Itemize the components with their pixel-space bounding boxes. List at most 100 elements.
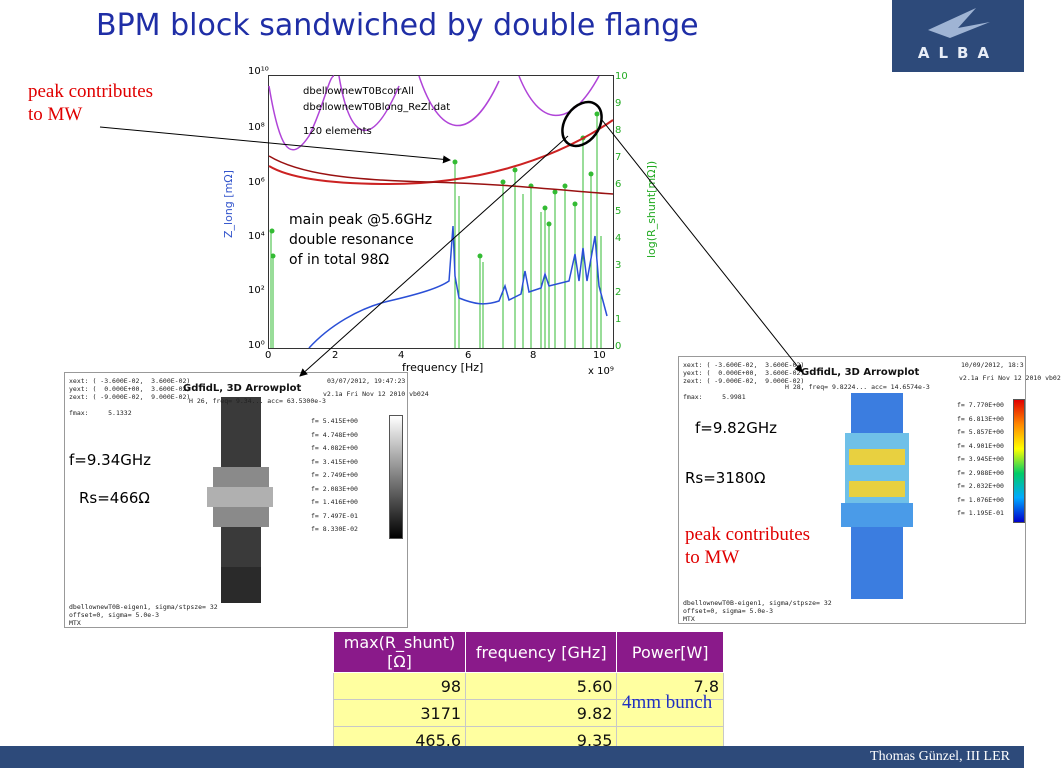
sim-legend: f= 5.415E+00 f= 4.748E+00 f= 4.082E+00 f…: [311, 415, 358, 537]
sim-legend-row: f= 5.415E+00: [311, 417, 358, 425]
x-scale-label: x 10⁹: [588, 366, 614, 377]
y-tick-right: 7: [615, 152, 622, 163]
sim-legend-row: f= 3.945E+00: [957, 455, 1004, 463]
table-cell: 5.60: [465, 672, 618, 700]
peak-note-line: to MW: [28, 104, 83, 125]
plot-legend-line: dbellownewT0BcorrAll: [303, 86, 414, 97]
footer-bar: Thomas Günzel, III LER: [0, 746, 1024, 768]
bunch-note: 4mm bunch: [622, 692, 713, 713]
sim-legend: f= 7.770E+00 f= 6.813E+00 f= 5.857E+00 f…: [957, 399, 1004, 521]
table-row: 3171 9.82: [332, 699, 724, 727]
right-peak-note-line: peak contributes: [685, 524, 811, 545]
bpm-mesh-grey: [207, 397, 273, 603]
y-tick-right: 5: [615, 206, 622, 217]
y-axis-label-left: Z_long [mΩ]: [222, 170, 235, 238]
envelope-curve-lower: [268, 155, 614, 195]
y-tick-left: 10⁶: [248, 177, 265, 188]
sim-legend-row: f= 2.988E+00: [957, 468, 1004, 477]
x-tick: 2: [332, 350, 339, 361]
sim-title: GdfidL, 3D Arrowplot: [801, 367, 920, 378]
sim-legend-row: f= 2.083E+00: [311, 484, 358, 493]
y-tick-left: 10¹⁰: [248, 66, 269, 77]
y-tick-left: 10⁸: [248, 122, 265, 133]
sim-footer: dbellownewT0B-eigen1, sigma/stpsze= 32 o…: [683, 599, 832, 623]
sim-legend-row: f= 7.770E+00: [957, 401, 1004, 409]
y-tick-right: 6: [615, 179, 622, 190]
peak-note: peak contributes to MW: [28, 80, 153, 126]
sim-legend-row: f= 2.749E+00: [311, 471, 358, 479]
right-peak-note-line: to MW: [685, 547, 740, 568]
main-peak-note-line: of in total 98Ω: [289, 252, 390, 268]
plot-legend-line: dbellownewT0Blong_ReZl.dat: [303, 102, 451, 113]
plot-legend: dbellownewT0BcorrAll dbellownewT0Blong_R…: [303, 84, 450, 140]
sim-legend-row: f= 4.901E+00: [957, 441, 1004, 450]
x-tick: 10: [593, 350, 606, 361]
sim-legend-row: f= 4.748E+00: [311, 430, 358, 439]
table-cell: 7.8: [616, 672, 724, 700]
header-power: Power[W]: [616, 631, 724, 673]
table-cell: 98: [332, 672, 467, 700]
x-tick: 6: [465, 350, 472, 361]
x-tick: 0: [265, 350, 272, 361]
logo-text: ALBA: [917, 44, 999, 62]
results-table: max(R_shunt)[Ω] frequency [GHz] Power[W]…: [332, 631, 724, 754]
sim-legend-row: f= 1.076E+00: [957, 495, 1004, 504]
y-tick-right: 1: [615, 314, 622, 325]
sim-date: 03/07/2012, 19:47:23: [327, 377, 406, 385]
right-rs-label: Rs=3180Ω: [685, 469, 766, 487]
x-axis-label: frequency [Hz]: [402, 361, 484, 374]
sim-legend-row: f= 5.857E+00: [957, 428, 1004, 436]
sim-title: GdfidL, 3D Arrowplot: [183, 383, 302, 394]
alba-logo: ALBA: [892, 0, 1024, 72]
y-tick-right: 3: [615, 260, 622, 271]
sim-legend-row: f= 4.082E+00: [311, 444, 358, 452]
sim-version: v2.1a Fri Nov 12 2010 vb024: [323, 390, 429, 398]
sim-legend-row: f= 7.497E-01: [311, 511, 358, 520]
sim-footer: dbellownewT0B-eigen1, sigma/stpsze= 32 o…: [69, 603, 218, 627]
y-tick-right: 4: [615, 233, 622, 244]
y-tick-right: 2: [615, 287, 622, 298]
table-header-row: max(R_shunt)[Ω] frequency [GHz] Power[W]: [332, 631, 724, 673]
sim-legend-row: f= 8.330E-02: [311, 525, 358, 533]
y-tick-right: 0: [615, 341, 622, 352]
sim-date: 10/09/2012, 18:3: [961, 361, 1024, 369]
right-peak-note: peak contributes to MW: [685, 523, 810, 569]
x-tick: 8: [530, 350, 537, 361]
peak-note-line: peak contributes: [28, 81, 154, 102]
plot-legend-line: 120 elements: [303, 126, 372, 137]
sim-header: xext: ( -3.600E-02, 3.600E-02) yext: ( 0…: [683, 361, 805, 401]
sim-colorbar-color: [1013, 399, 1025, 523]
header-max-rshunt: max(R_shunt)[Ω]: [332, 631, 467, 673]
sim-version: v2.1a Fri Nov 12 2010 vb02: [959, 374, 1061, 382]
sim-mode: H 28, freq= 9.8224... acc= 14.6574e-3: [785, 383, 930, 391]
y-tick-right: 10: [615, 71, 628, 82]
main-peak-note-line: main peak @5.6GHz: [289, 212, 433, 228]
sim-colorbar-grey: [389, 415, 403, 539]
main-peak-note-line: double resonance: [289, 232, 414, 248]
y-tick-right: 9: [615, 98, 622, 109]
header-frequency: frequency [GHz]: [465, 631, 618, 673]
y-axis-label-right: log(R_shunt[mΩ]): [645, 160, 658, 258]
table-cell: 9.82: [465, 699, 618, 727]
sim-legend-row: f= 3.415E+00: [311, 457, 358, 466]
footer-author: Thomas Günzel, III LER: [870, 749, 1010, 764]
sim-legend-row: f= 2.032E+00: [957, 482, 1004, 490]
table-row: 98 5.60 7.8: [332, 672, 724, 700]
sim-panel-right: xext: ( -3.600E-02, 3.600E-02) yext: ( 0…: [678, 356, 1061, 624]
y-tick-left: 10²: [248, 285, 265, 296]
sim-panel-left: xext: ( -3.600E-02, 3.600E-02) yext: ( 0…: [64, 372, 429, 628]
logo-mark-icon: [928, 8, 990, 38]
bpm-mesh-color: [841, 393, 913, 599]
left-rs-label: Rs=466Ω: [79, 489, 150, 507]
sim-legend-row: f= 1.416E+00: [311, 498, 358, 506]
y-tick-right: 8: [615, 125, 622, 136]
y-tick-left: 10⁴: [248, 231, 265, 242]
y-tick-left: 10⁰: [248, 340, 265, 351]
table-cell: 3171: [332, 699, 467, 727]
sim-header: xext: ( -3.600E-02, 3.600E-02) yext: ( 0…: [69, 377, 191, 417]
table-cell: [616, 699, 724, 727]
left-freq-label: f=9.34GHz: [69, 451, 152, 469]
slide-title: BPM block sandwiched by double flange: [96, 8, 699, 43]
sim-mode: H 26, freq= 9.34... acc= 63.5300e-3: [189, 397, 326, 405]
x-tick: 4: [398, 350, 405, 361]
